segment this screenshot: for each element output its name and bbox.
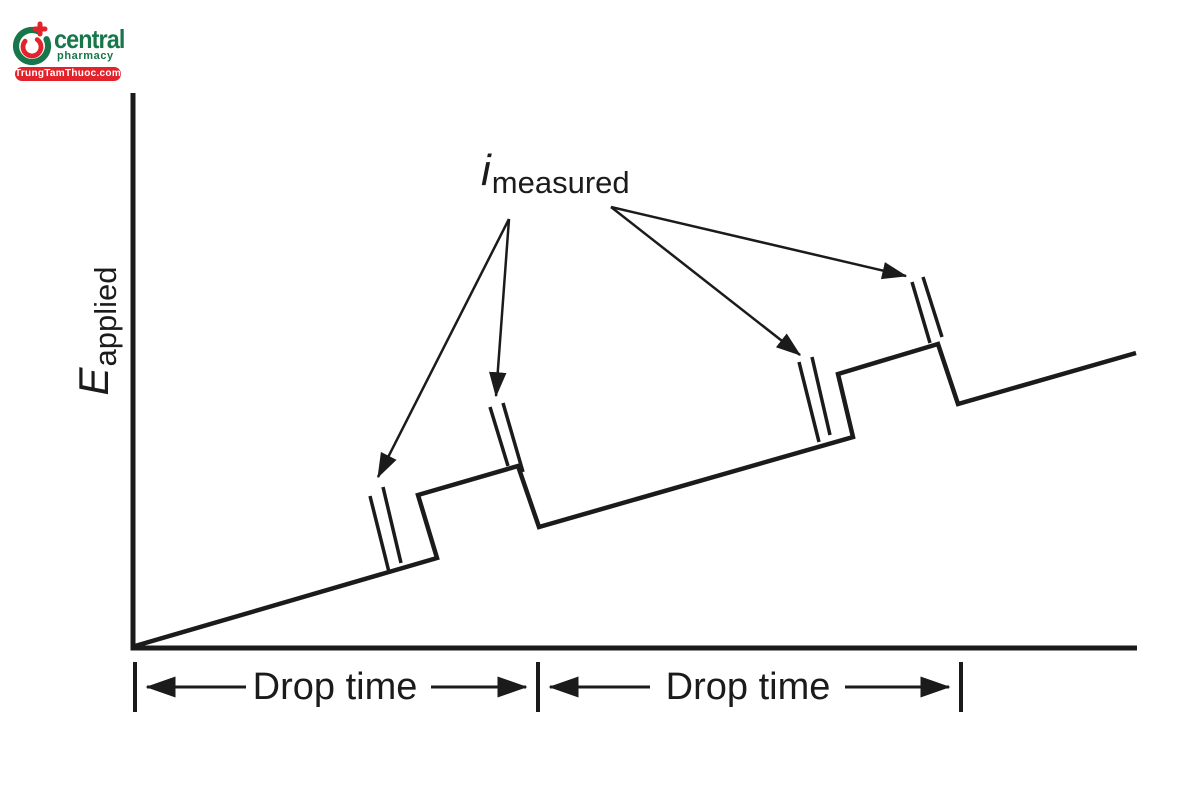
logo-brand-text: central <box>54 24 125 54</box>
pointer-arrow <box>610 205 908 280</box>
axes-line <box>130 93 1137 651</box>
measurement-tick <box>797 361 821 443</box>
logo-brand-subtext: pharmacy <box>57 50 114 62</box>
measurement-tick <box>921 276 944 338</box>
pointer-arrow <box>610 206 801 356</box>
y-axis-label: Eapplied <box>70 267 123 396</box>
measurement-tick <box>381 486 403 564</box>
current-subscript: measured <box>491 165 630 200</box>
pointer-arrow <box>376 218 511 479</box>
measurement-tick <box>910 281 932 344</box>
current-symbol: i <box>481 146 491 195</box>
pharmacy-logo-icon <box>12 21 52 66</box>
drop-time-label-2: Drop time <box>665 666 831 708</box>
measurement-tick <box>368 495 391 573</box>
drop-time-label-1: Drop time <box>252 666 418 708</box>
logo-inner-arc <box>20 37 44 59</box>
logo-plus-icon <box>32 21 48 37</box>
logo-c-ring <box>12 26 52 66</box>
measurement-tick <box>488 406 510 467</box>
waveform-line <box>134 341 1137 649</box>
y-axis-subscript: applied <box>88 266 123 367</box>
measurement-tick <box>810 356 832 436</box>
y-axis-symbol: E <box>70 367 117 396</box>
logo-banner: TrungTamThuoc.com <box>14 67 122 81</box>
measurement-tick <box>501 402 525 473</box>
pointer-arrow <box>489 218 511 398</box>
current-measured-label: imeasured <box>481 146 630 199</box>
